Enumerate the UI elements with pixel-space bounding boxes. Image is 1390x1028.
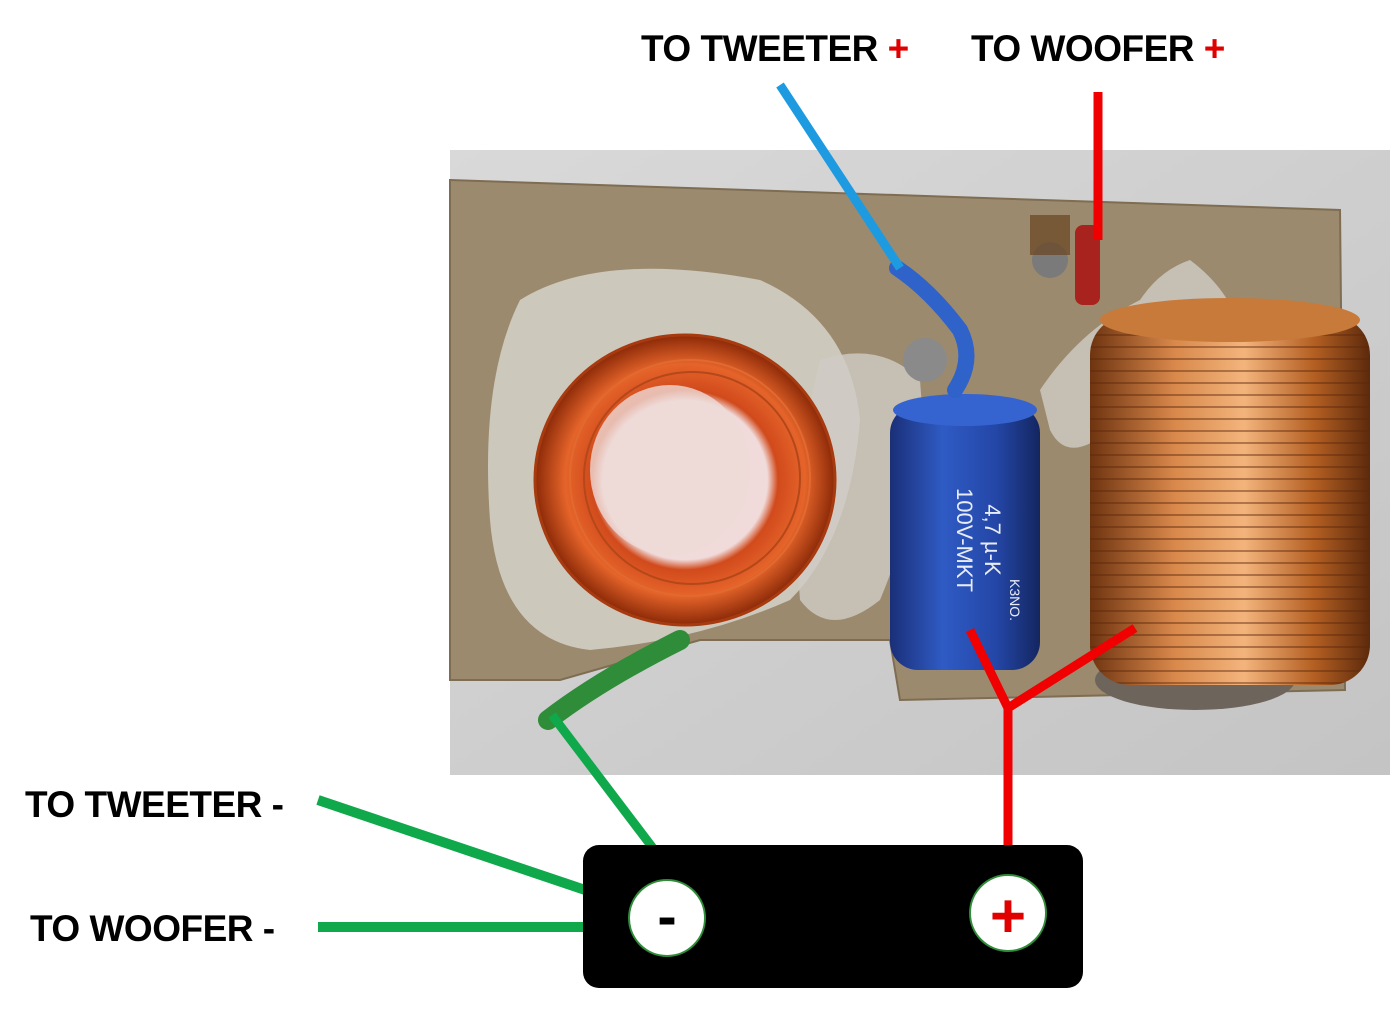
label-to-tweeter-minus: TO TWEETER -	[25, 784, 284, 825]
minus-terminal-wire	[548, 712, 672, 871]
tweeter-wire-insulation	[889, 260, 975, 398]
plus-terminal[interactable]: +	[969, 874, 1047, 952]
label-to-woofer-plus-text: TO WOOFER	[971, 28, 1194, 69]
minus-terminal-symbol: -	[657, 884, 676, 949]
label-to-tweeter-plus: TO TWEETER +	[641, 28, 909, 70]
tweeter-minus-wire	[316, 795, 605, 901]
minus-terminal[interactable]: -	[628, 879, 706, 957]
plus-terminal-symbol: +	[990, 882, 1026, 951]
ground-wire-insulation	[538, 630, 690, 730]
air-core-inductor	[533, 333, 837, 627]
label-to-tweeter-plus-sign: +	[887, 28, 910, 69]
label-to-woofer-plus: TO WOOFER +	[971, 28, 1225, 70]
capacitor-marking-line2: 100V-MKT	[952, 488, 977, 592]
label-to-tweeter-plus-text: TO TWEETER	[641, 28, 878, 69]
plus-terminal-wire-branch	[1005, 624, 1138, 712]
resistor	[1075, 225, 1100, 305]
solder-joint	[903, 338, 947, 382]
crossover-photo: 4,7 µ-K 100V-MKT K3NO.	[449, 150, 1390, 775]
terminal-block: - +	[583, 845, 1083, 988]
label-to-woofer-minus: TO WOOFER -	[30, 908, 275, 949]
label-to-woofer-plus-sign: +	[1203, 28, 1226, 69]
tweeter-plus-wire	[776, 82, 904, 271]
capacitor-marking-line1: 4,7 µ-K	[980, 504, 1005, 576]
capacitor-marking-line3: K3NO.	[1007, 579, 1023, 621]
iron-core-inductor	[1090, 298, 1370, 710]
capacitor: 4,7 µ-K 100V-MKT K3NO.	[890, 394, 1040, 670]
